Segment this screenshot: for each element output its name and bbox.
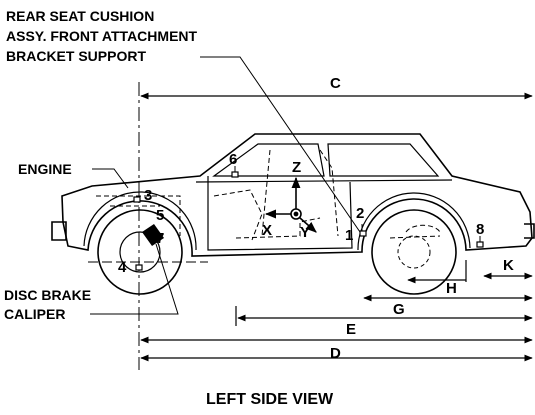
disc-brake-callout-line-2: CALIPER <box>4 306 65 322</box>
point-3-label: 3 <box>144 187 152 204</box>
front-bumper <box>51 221 67 241</box>
axis-x-label: X <box>262 222 272 239</box>
rear-seat-callout-line-2: ASSY. FRONT ATTACHMENT <box>6 28 198 44</box>
point-7-label: 7 <box>156 230 164 247</box>
dimension-d-label: D <box>330 345 341 362</box>
measuring-point-markers <box>133 171 484 271</box>
dimension-c-label: C <box>330 75 341 92</box>
dimension-k-label: K <box>503 257 514 274</box>
front-wheel <box>97 209 183 295</box>
interior-phantom-lines <box>96 149 441 241</box>
rear-seat-callout-line-1: REAR SEAT CUSHION <box>6 8 154 24</box>
axis-y-label: Y <box>300 224 310 241</box>
rear-bumper <box>524 223 535 239</box>
axis-z-label: Z <box>292 159 301 176</box>
dimension-h-label: H <box>446 280 457 297</box>
caliper-icon <box>142 224 164 246</box>
view-title: LEFT SIDE VIEW <box>206 391 334 408</box>
engine-leader <box>92 168 129 189</box>
dimension-e-label: E <box>346 321 356 338</box>
point-8-label: 8 <box>476 221 484 238</box>
engine-callout: ENGINE <box>18 161 72 177</box>
point-4-label: 4 <box>118 259 127 276</box>
car-outline <box>61 133 533 257</box>
rear-wheel <box>371 209 457 295</box>
rear-seat-callout-line-3: BRACKET SUPPORT <box>6 48 146 64</box>
point-1-label: 1 <box>345 227 353 244</box>
point-5-label: 5 <box>156 207 164 224</box>
door-outline <box>207 176 353 251</box>
rear-seat-leader <box>200 56 361 233</box>
dimension-g-label: G <box>393 301 405 318</box>
rear-window <box>327 143 440 177</box>
dimension-lines <box>140 92 533 362</box>
point-6-label: 6 <box>229 151 237 168</box>
car-body <box>51 133 535 257</box>
disc-brake-callout-line-1: DISC BRAKE <box>4 287 91 303</box>
axis-triad <box>264 176 317 233</box>
front-window <box>212 143 325 177</box>
disc-brake-leader <box>90 243 179 315</box>
point-2-label: 2 <box>356 205 364 222</box>
